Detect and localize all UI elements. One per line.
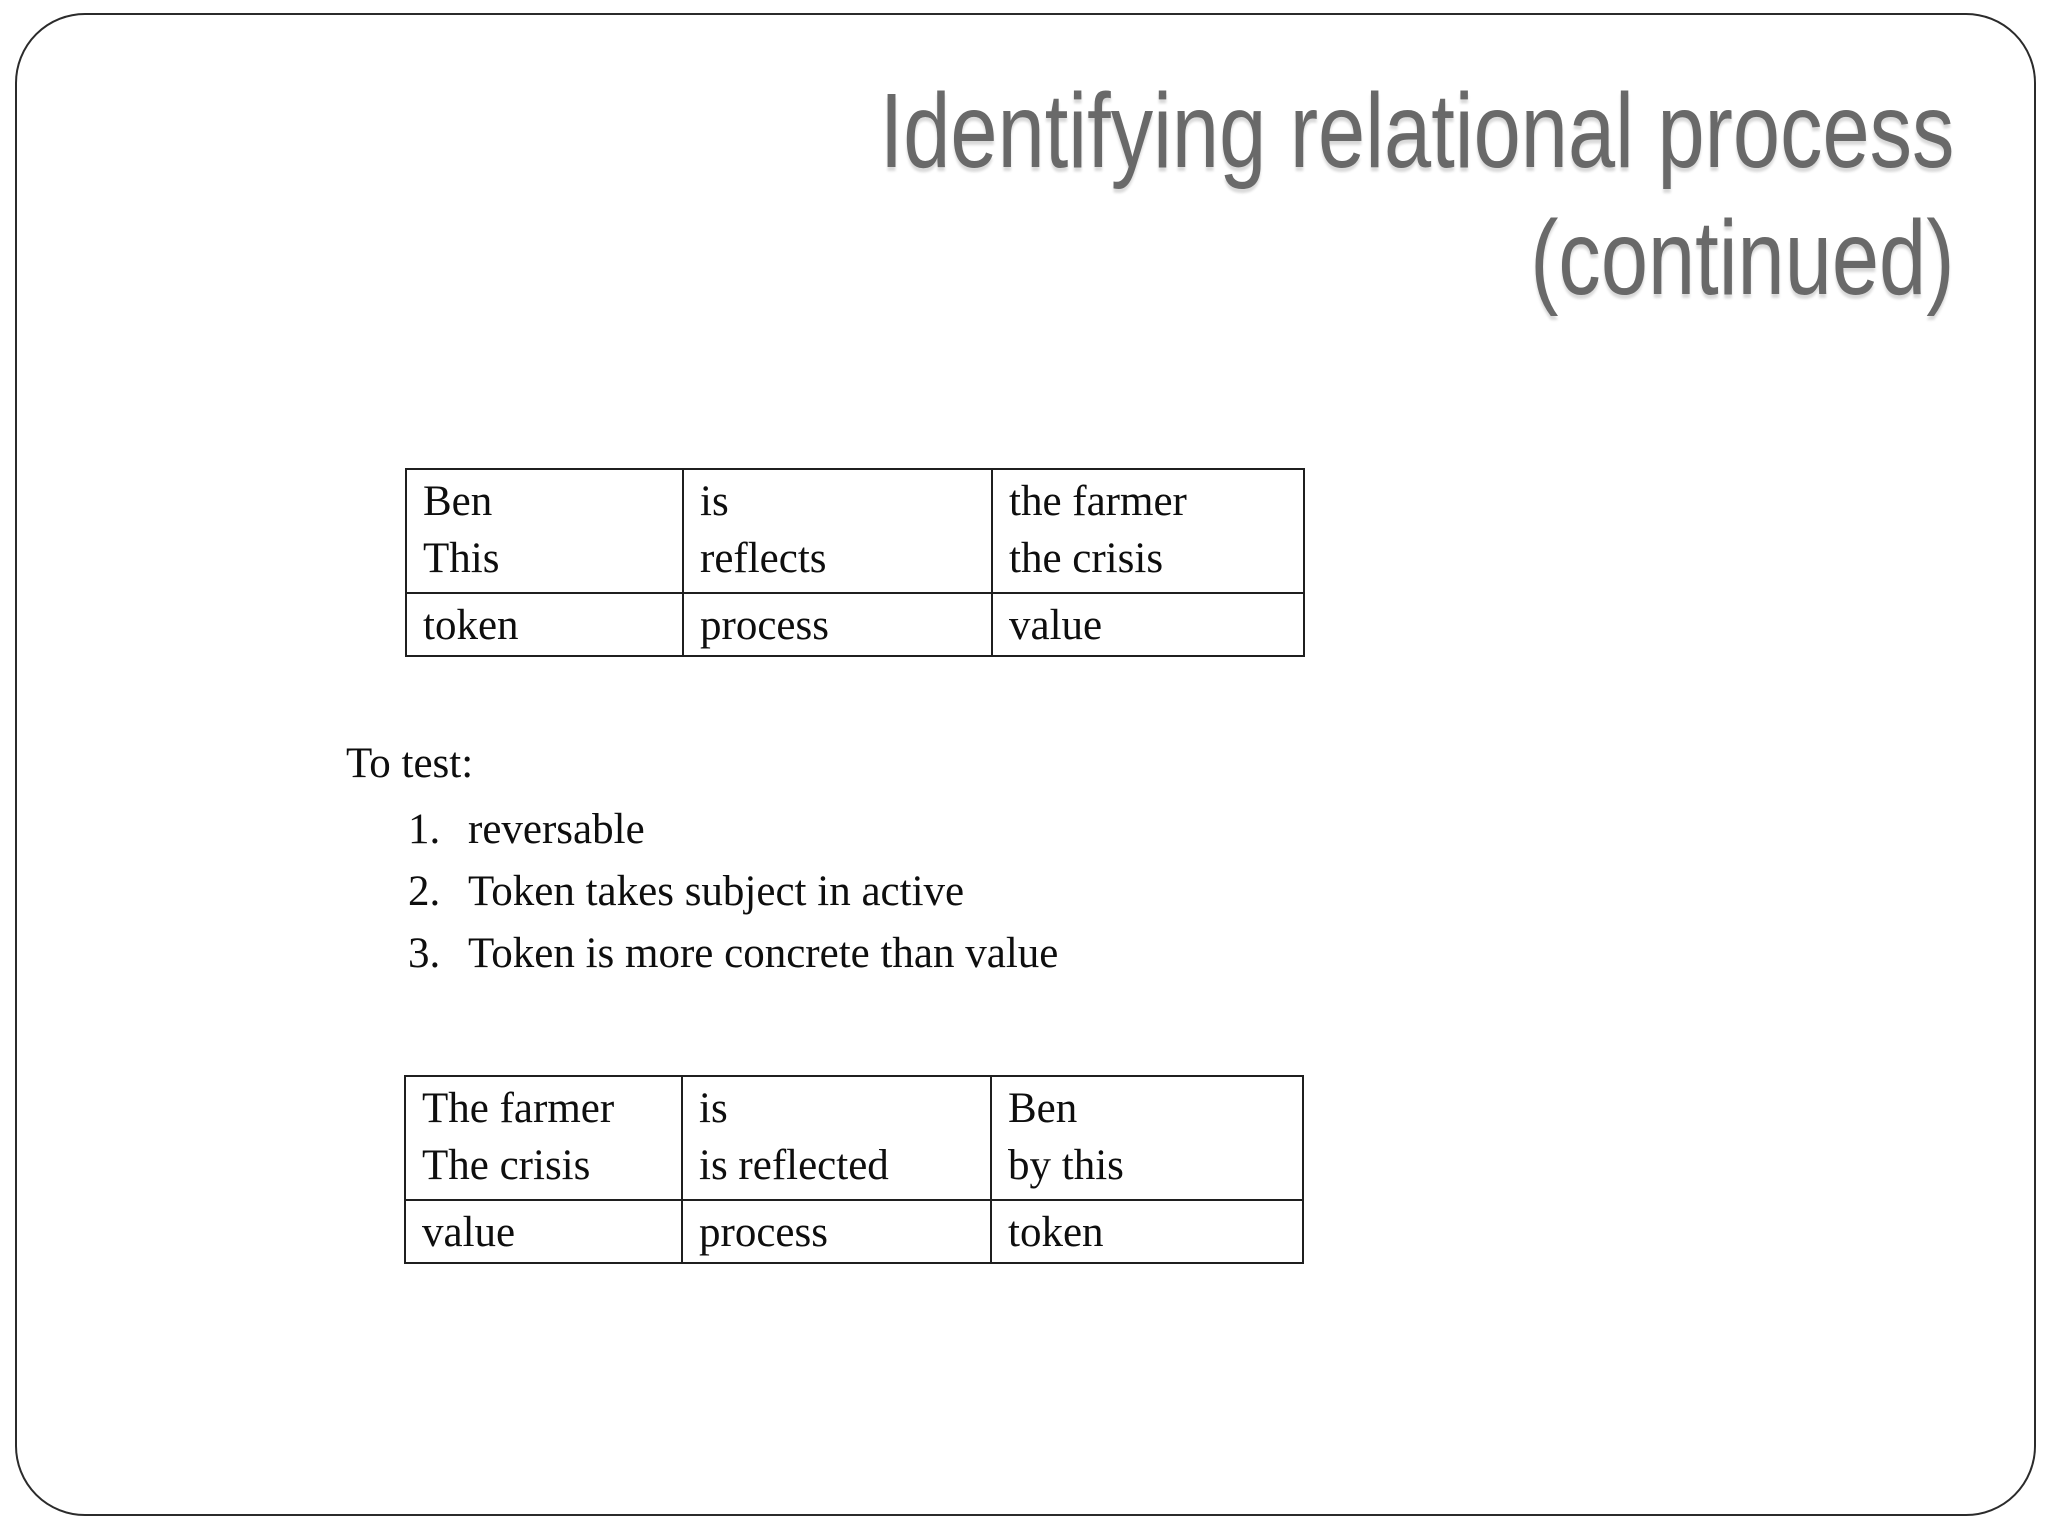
table-row: token process value [405,592,1305,657]
list-item: 1. reversable [408,799,1058,861]
passive-clause-table: The farmer The crisis is is reflected Be… [404,1075,1304,1264]
cell-process-label: process [682,592,993,657]
table-row: Ben This is reflects the farmer the cris… [405,468,1305,594]
cell-process-label: process [681,1199,992,1264]
list-item-text: Token is more concrete than value [468,930,1059,977]
title-line-2: (continued) [1529,199,1954,318]
list-item-number: 3. [408,930,441,977]
list-item-number: 1. [408,806,441,853]
cell-token-examples: Ben This [405,468,684,594]
table-row: value process token [404,1199,1304,1264]
title-line-1: Identifying relational process [879,72,1954,190]
list-item-number: 2. [408,868,441,915]
slide-title: Identifying relational process(continued… [879,68,1954,322]
list-item: 3. Token is more concrete than value [408,923,1058,985]
test-heading: To test: [346,740,474,787]
cell-value-examples: the farmer the crisis [991,468,1305,594]
list-item: 2. Token takes subject in active [408,861,1058,923]
cell-value-label: value [404,1199,683,1264]
cell-value-label: value [991,592,1305,657]
table-row: The farmer The crisis is is reflected Be… [404,1075,1304,1201]
cell-value-examples: The farmer The crisis [404,1075,683,1201]
test-list: 1. reversable 2. Token takes subject in ac… [408,799,1058,985]
cell-token-examples: Ben by this [990,1075,1304,1201]
cell-token-label: token [990,1199,1304,1264]
cell-process-examples: is reflects [682,468,993,594]
slide-border [15,13,2036,1516]
cell-token-label: token [405,592,684,657]
active-clause-table: Ben This is reflects the farmer the cris… [405,468,1305,657]
list-item-text: Token takes subject in active [468,868,965,915]
list-item-text: reversable [468,806,645,853]
cell-process-examples: is is reflected [681,1075,992,1201]
